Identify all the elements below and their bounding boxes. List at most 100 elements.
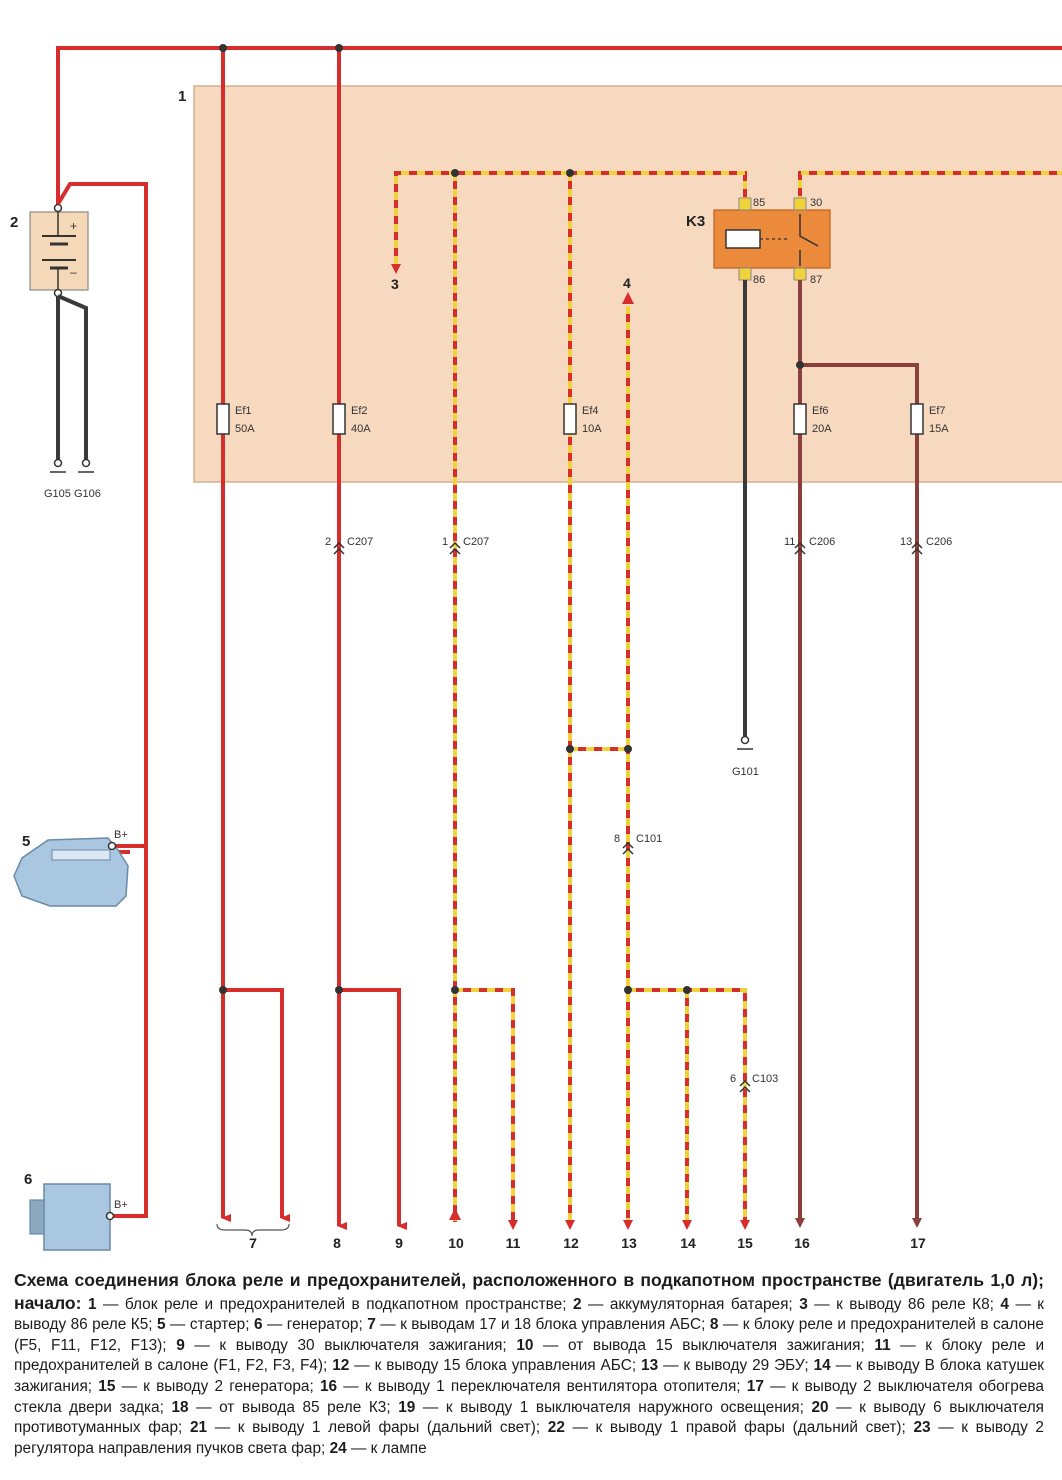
caption-item: 7 — к выводам 17 и 18 блока управления А… — [363, 1316, 706, 1334]
generator — [29, 1183, 115, 1251]
caption-item: 9 — к выводу 30 выключателя зажигания; — [167, 1336, 507, 1354]
caption-item-text: — к выводу 30 выключателя зажигания; — [184, 1336, 507, 1354]
caption-item-text: — к выводу 2 регулятора направления пучк… — [14, 1419, 1044, 1457]
caption-item: 2 — аккумуляторная батарея; — [566, 1295, 793, 1313]
inner-label-4: 4 — [623, 275, 631, 291]
caption-title: Схема соединения блока реле и предохрани… — [14, 1270, 1044, 1313]
caption-item-number: 17 — [746, 1377, 764, 1395]
connector-c207-a-pin: 2 — [325, 536, 331, 548]
caption-item: 11 — к блоку реле и предохранителей в са… — [14, 1337, 1044, 1375]
caption-item-number: 7 — [367, 1316, 376, 1334]
caption-item-text: — от вывода 85 реле К3; — [188, 1398, 391, 1416]
fuse-ef6 — [793, 403, 807, 435]
caption-item: 17 — к выводу 2 выключателя обогрева сте… — [14, 1378, 1044, 1416]
fuse-ef2 — [332, 403, 346, 435]
caption-item-text: — генератор; — [262, 1316, 363, 1334]
battery-supply-bus — [56, 46, 1062, 206]
fuse-ef2-name: Ef2 — [351, 405, 368, 417]
caption-item: 4 — к выводу 86 реле К5; — [14, 1296, 1044, 1334]
wiring-diagram: 1 + – 2 G105 G106 — [10, 44, 1062, 1251]
caption-item-number: 11 — [874, 1336, 891, 1354]
starter-motor — [13, 837, 129, 907]
connector-c206-a-name: C206 — [809, 536, 835, 548]
battery: + – — [29, 203, 89, 298]
fuse-ef7-rating: 15A — [929, 423, 949, 435]
fuse-ef6-name: Ef6 — [812, 405, 829, 417]
connector-c206-a-pin: 11 — [784, 536, 795, 548]
caption-item-text: — аккумуляторная батарея; — [581, 1295, 793, 1313]
caption-item-text: — к выводам 17 и 18 блока управления АБС… — [375, 1316, 706, 1334]
caption-item-number: 19 — [398, 1398, 416, 1416]
connector-c206-b-pin: 13 — [900, 536, 912, 548]
caption-item: 23 — к выводу 2 регулятора направления п… — [14, 1419, 1044, 1457]
fuse-ef1-name: Ef1 — [235, 405, 252, 417]
caption-item-number: 15 — [98, 1377, 116, 1395]
relay-pin-86: 86 — [753, 274, 765, 286]
fuse-ef4-rating: 10A — [582, 423, 602, 435]
ground-terminal-g105-g106 — [50, 458, 94, 473]
caption-item: 12 — к выводу 15 блока управления АБС; — [327, 1357, 636, 1374]
connector-c206-b-name: C206 — [926, 536, 952, 548]
bottom-label-10: 10 — [448, 1235, 464, 1251]
battery-ground-wires — [56, 294, 88, 460]
fuse-ef2-rating: 40A — [351, 423, 371, 435]
bottom-label-14: 14 — [680, 1235, 696, 1251]
caption-item-number: 12 — [332, 1357, 350, 1375]
bottom-label-13: 13 — [621, 1235, 637, 1251]
caption-item: 6 — генератор; — [250, 1316, 363, 1333]
bottom-label-11: 11 — [506, 1235, 521, 1251]
bottom-label-15: 15 — [737, 1235, 753, 1251]
figure-caption: Схема соединения блока реле и предохрани… — [14, 1270, 1044, 1459]
caption-item-text: — к выводу 86 реле К5; — [14, 1295, 1045, 1334]
caption-item-number: 4 — [1000, 1295, 1009, 1313]
caption-item: 8 — к блоку реле и предохранителей в сал… — [14, 1316, 1044, 1354]
inner-label-3: 3 — [391, 276, 399, 292]
caption-item: 10 — от вывода 15 выключателя зажигания; — [507, 1337, 864, 1354]
fuse-ef4-name: Ef4 — [582, 405, 599, 417]
caption-item-number: 20 — [811, 1398, 829, 1416]
caption-item-number: 24 — [329, 1439, 347, 1457]
caption-item: 18 — от вывода 85 реле К3; — [164, 1398, 391, 1416]
caption-item-text: — к выводу 1 выключателя наружного освещ… — [415, 1398, 804, 1416]
caption-item-text: — к выводу 1 переключателя вентилятора о… — [337, 1377, 741, 1395]
starter-number-label: 5 — [22, 833, 30, 850]
ground-label-g106: G106 — [74, 488, 101, 500]
starter-terminal-label: B+ — [114, 829, 128, 841]
brown-arrowheads — [795, 1218, 922, 1228]
caption-item-number: 16 — [319, 1377, 338, 1395]
caption-item-number: 1 — [88, 1295, 97, 1313]
bottom-label-17: 17 — [910, 1235, 926, 1251]
caption-item-text: — к блоку реле и предохранителей в салон… — [14, 1316, 1044, 1354]
caption-item-text: — к выводу 29 ЭБУ; — [658, 1357, 809, 1375]
caption-item: 14 — к выводу В блока катушек зажигания; — [14, 1357, 1044, 1395]
bottom-label-9: 9 — [395, 1235, 403, 1251]
ignition-dashed-wires — [394, 171, 1062, 1222]
brace-label-7 — [216, 1223, 290, 1237]
connector-c101-pin: 8 — [614, 833, 620, 845]
starter-generator-supply-wire — [56, 182, 148, 1218]
caption-item-text: — к выводу 2 генератора; — [115, 1377, 314, 1395]
caption-item-text: — к выводу 1 правой фары (дальний свет); — [564, 1419, 906, 1437]
dashed-junction-dots — [451, 169, 691, 994]
connector-symbols — [333, 541, 923, 1093]
junction-dot-relay-87 — [796, 361, 804, 369]
caption-item-text: — к лампе — [346, 1439, 427, 1457]
fuse-ef7 — [910, 403, 924, 435]
caption-item: 20 — к выводу 6 выключателя противотуман… — [14, 1399, 1044, 1437]
block-number-label: 1 — [178, 88, 186, 105]
generator-terminal-label: B+ — [114, 1199, 128, 1211]
caption-item-text: — к выводу 86 реле К8; — [807, 1295, 994, 1313]
caption-item-number: 6 — [253, 1316, 263, 1334]
bottom-label-16: 16 — [794, 1235, 810, 1251]
junction-dots — [219, 44, 343, 994]
bottom-label-8: 8 — [333, 1235, 341, 1251]
fuse-ef1-rating: 50A — [235, 423, 255, 435]
caption-item-number: 2 — [572, 1295, 582, 1313]
relay-ground-wire — [737, 280, 753, 750]
caption-item-text: — к выводу 15 блока управления АБС; — [349, 1357, 637, 1375]
connector-c101-name: C101 — [636, 833, 662, 845]
generator-number-label: 6 — [24, 1171, 32, 1188]
fuse-ef4 — [563, 403, 577, 435]
caption-item: 13 — к выводу 29 ЭБУ; — [636, 1357, 809, 1374]
caption-item-number: 13 — [641, 1357, 659, 1375]
